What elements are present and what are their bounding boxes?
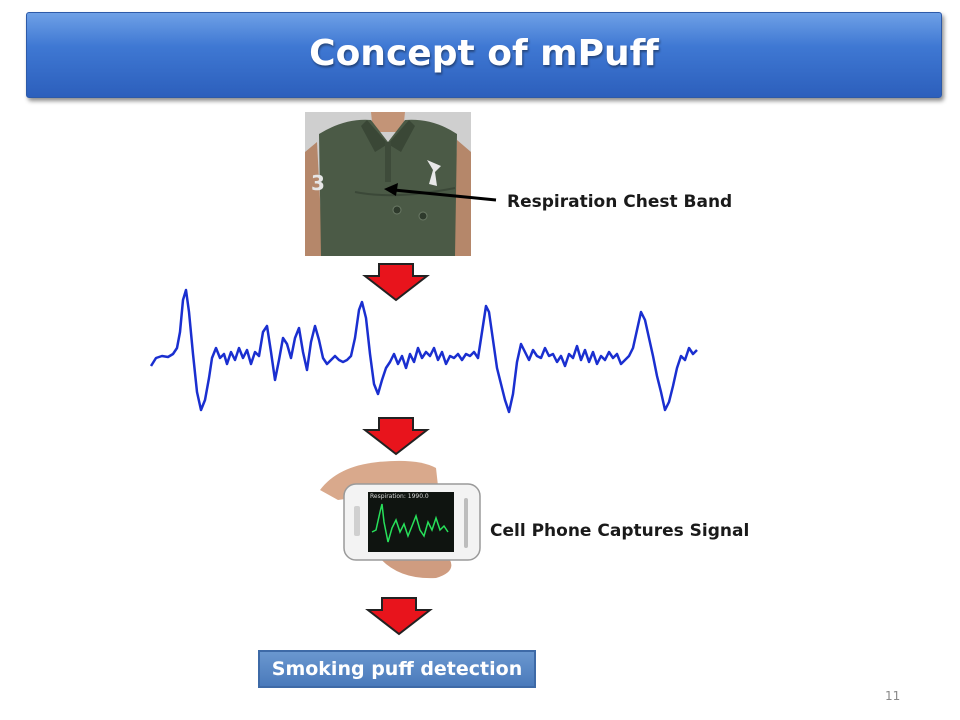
result-label: Smoking puff detection <box>271 658 523 680</box>
svg-text:3: 3 <box>311 171 325 195</box>
cell-phone-illustration: Respiration: 1990.0 <box>318 460 483 585</box>
down-arrow-icon <box>365 597 433 636</box>
smoking-puff-detection-box: Smoking puff detection <box>258 650 536 688</box>
down-arrow-icon <box>362 263 430 302</box>
down-arrow-icon <box>362 417 430 456</box>
label-cell-phone-captures-signal: Cell Phone Captures Signal <box>490 521 750 541</box>
label-respiration-chest-band: Respiration Chest Band <box>507 192 733 212</box>
slide-title: Concept of mPuff <box>309 32 659 74</box>
title-bar: Concept of mPuff <box>26 12 942 98</box>
page-number: 11 <box>885 689 901 703</box>
pointer-arrow-icon <box>384 183 497 202</box>
phone-screen-header: Respiration: 1990.0 <box>370 493 429 500</box>
respiration-signal-waveform <box>149 288 698 414</box>
